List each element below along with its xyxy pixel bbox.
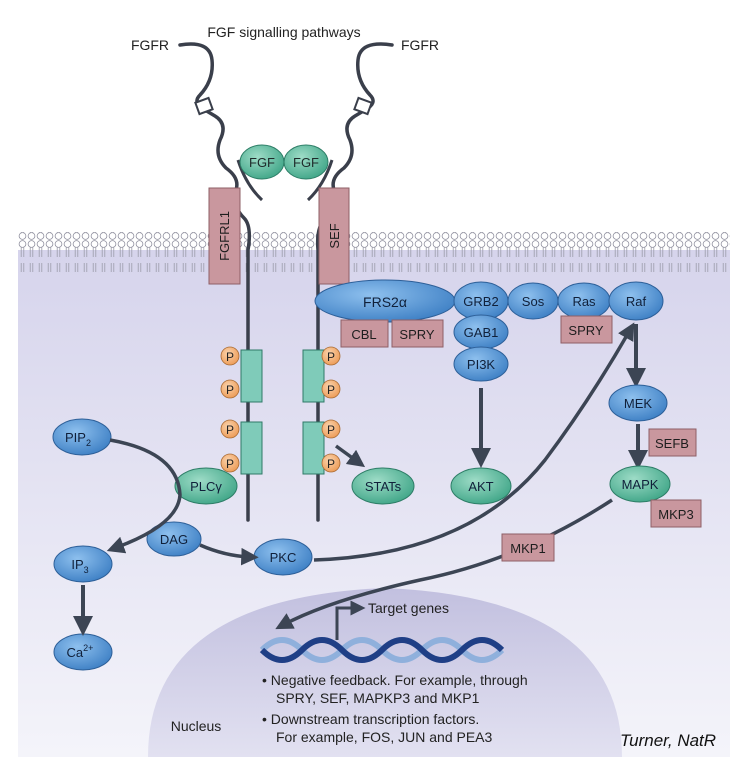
mek-oval	[608, 384, 668, 422]
pkc-to-raf-arrow	[313, 322, 635, 562]
receptor-right-kinase-1	[302, 349, 325, 403]
receptor-right-kinase-2	[302, 421, 325, 475]
ras-label: Ras	[572, 294, 596, 309]
pip2-main: PIP	[65, 430, 86, 445]
fgfr-right-label: FGFR	[401, 37, 439, 53]
ca-main: Ca	[67, 645, 84, 660]
fgf-link-left	[236, 159, 264, 202]
credit-text: Turner, NatR	[620, 731, 716, 750]
pip2-subscript: 2	[86, 438, 91, 448]
phospho-left-2	[220, 379, 240, 399]
phospho-left-1-label: P	[226, 350, 234, 364]
dna-helix	[259, 637, 505, 663]
fgfr-right-domain	[353, 96, 373, 116]
fgfrl1-box	[208, 187, 241, 285]
akt-label: AKT	[468, 479, 493, 494]
cbl-label: CBL	[351, 327, 376, 342]
mkp3-box	[650, 499, 702, 528]
phospho-right-3-label: P	[327, 423, 335, 437]
bullet-1-line-2: SPRY, SEF, MAPKP3 and MKP1	[276, 690, 480, 706]
spry-box-2	[560, 315, 613, 344]
stats-oval	[351, 467, 415, 505]
phospho-right-3	[321, 419, 341, 439]
phospho-right-4	[321, 453, 341, 473]
stats-label: STATs	[365, 479, 402, 494]
plasma-membrane	[18, 232, 730, 272]
dag-oval	[146, 521, 202, 557]
pip2-to-ip3-arrow	[106, 438, 182, 554]
mkp1-box	[501, 533, 555, 562]
fgf-right-label: FGF	[293, 155, 319, 170]
gab1-label: GAB1	[464, 325, 499, 340]
phospho-right-1-label: P	[327, 350, 335, 364]
fgf-link-right	[306, 159, 334, 202]
ip3-label: IP3	[71, 557, 88, 575]
phospho-left-3	[220, 419, 240, 439]
receptor-left-kinase-1	[240, 349, 263, 403]
phospho-left-4	[220, 453, 240, 473]
diagram-title: FGF signalling pathways	[207, 24, 360, 40]
sef-label: SEF	[327, 223, 342, 248]
pi3k-label: PI3K	[467, 357, 496, 372]
pip2-oval	[52, 418, 112, 456]
receptor-to-stats-arrow	[334, 444, 366, 468]
ca-superscript: 2+	[83, 643, 93, 653]
pip2-label: PIP2	[65, 430, 91, 448]
fgfrl1-label: FGFRL1	[217, 211, 232, 261]
receptor-left-kinase-2	[240, 421, 263, 475]
target-genes-label: Target genes	[368, 600, 449, 616]
ip3-oval	[53, 545, 113, 583]
mapk-to-nucleus-arrow	[275, 498, 613, 630]
dag-label: DAG	[160, 532, 188, 547]
pi3k-oval	[453, 346, 509, 382]
ca-label: Ca2+	[67, 643, 94, 660]
phospho-sites-right: P P P P	[321, 346, 341, 473]
mkp3-label: MKP3	[658, 507, 693, 522]
frs2a-label: FRS2α	[363, 294, 407, 310]
fgf-right-oval	[283, 144, 329, 180]
mek-label: MEK	[624, 396, 653, 411]
raf-oval	[608, 281, 664, 321]
phospho-right-2-label: P	[327, 383, 335, 397]
spry-label-1: SPRY	[399, 327, 434, 342]
fgf-left-label: FGF	[249, 155, 275, 170]
phospho-left-2-label: P	[226, 383, 234, 397]
cbl-box	[340, 319, 389, 348]
bullet-2-line-2: For example, FOS, JUN and PEA3	[276, 729, 493, 745]
sos-label: Sos	[522, 294, 545, 309]
ip3-main: IP	[71, 557, 83, 572]
plcg-label: PLCγ	[190, 479, 222, 494]
phospho-right-1	[321, 346, 341, 366]
grb2-label: GRB2	[463, 294, 498, 309]
target-genes-arrow	[335, 600, 366, 640]
mapk-oval	[609, 465, 671, 503]
dna-strand-dark	[259, 637, 505, 663]
plcg-oval	[174, 467, 238, 505]
mkp1-label: MKP1	[510, 541, 545, 556]
dag-to-pkc-arrow	[199, 543, 259, 566]
sefb-box	[648, 428, 697, 457]
bullet-1-line-1: • Negative feedback. For example, throug…	[262, 672, 528, 688]
phospho-left-1	[220, 346, 240, 366]
fgfr-left-domain	[194, 96, 214, 116]
pkc-label: PKC	[270, 550, 297, 565]
sef-box	[318, 187, 350, 285]
nucleus-label: Nucleus	[171, 718, 222, 734]
phospho-left-3-label: P	[226, 423, 234, 437]
sefb-label: SEFB	[655, 436, 689, 451]
phospho-left-4-label: P	[226, 457, 234, 471]
ip3-subscript: 3	[84, 565, 89, 575]
bullet-2-line-1: • Downstream transcription factors.	[262, 711, 479, 727]
phospho-right-4-label: P	[327, 457, 335, 471]
spry-label-2: SPRY	[568, 323, 603, 338]
spry-box-1	[391, 319, 444, 348]
phospho-right-2	[321, 379, 341, 399]
akt-oval	[450, 467, 512, 505]
fgfr-left-label: FGFR	[131, 37, 169, 53]
phospho-sites-left: P P P P	[220, 346, 240, 473]
mapk-label: MAPK	[622, 477, 659, 492]
raf-label: Raf	[626, 294, 647, 309]
nucleus	[148, 588, 622, 757]
